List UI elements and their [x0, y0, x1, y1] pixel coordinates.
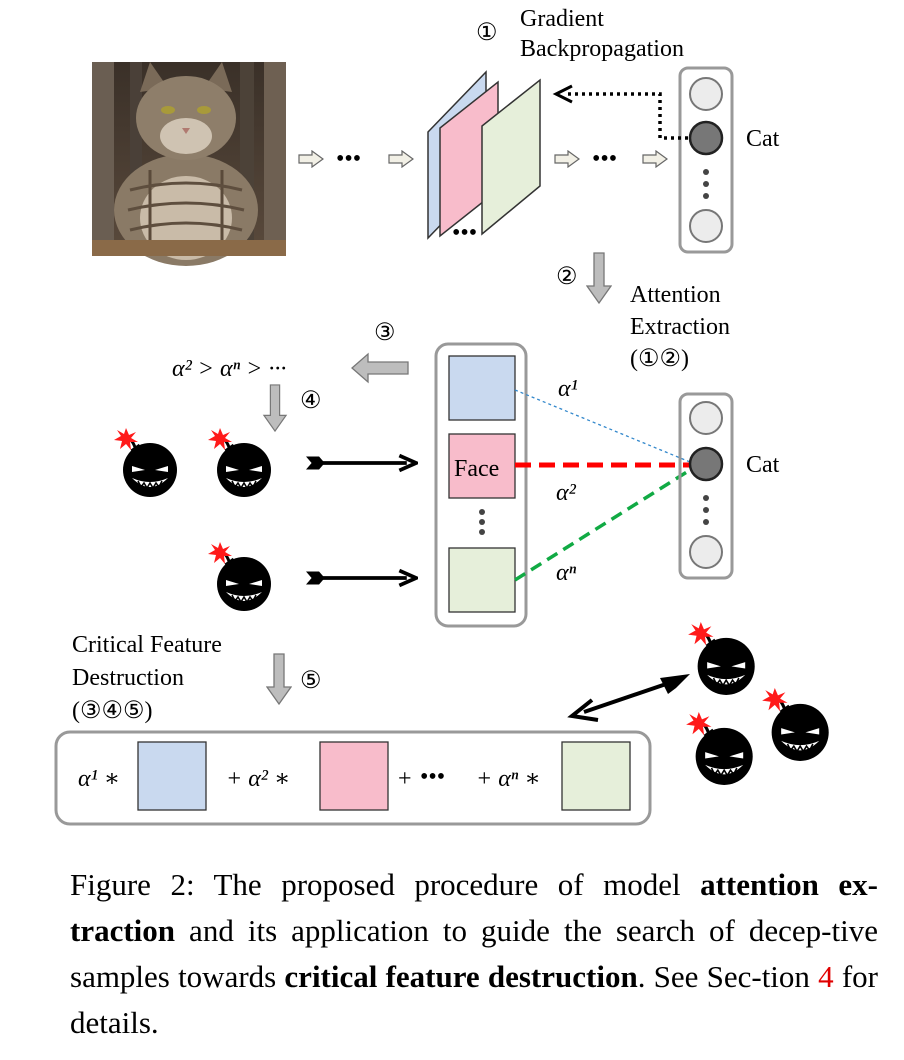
caption-middle: and its application to guide the search … — [70, 913, 878, 994]
caption-end: for details. — [70, 959, 878, 1040]
bomb-icon — [206, 542, 273, 612]
bomb-icon — [684, 712, 755, 786]
caption-suffix: . See Sec-tion — [637, 959, 819, 994]
bomb-icon — [112, 428, 179, 498]
attention-label-1: Attention — [630, 282, 721, 308]
alphan-line — [514, 468, 691, 582]
caption-prefix: Figure 2: The proposed procedure of mode… — [70, 867, 701, 902]
caption-bold-critical: critical feature destruction — [284, 959, 638, 994]
gradient-label-1: Gradient — [520, 6, 604, 32]
attack-arrow-diagonal — [567, 674, 690, 722]
flow-arrow — [388, 150, 414, 168]
bomb-icon — [760, 688, 831, 762]
cat-label-mid: Cat — [746, 452, 780, 478]
face-label: Face — [454, 456, 499, 482]
gradient-label-2: Backpropagation — [520, 36, 684, 62]
maps-dots: ••• — [452, 220, 477, 246]
feature-maps: ••• — [427, 70, 541, 246]
step3-marker: ③ — [374, 320, 396, 346]
sum-term2: + α² ∗ — [226, 766, 290, 792]
step5-marker: ⑤ — [300, 668, 322, 694]
alpha1-label: α¹ — [558, 376, 578, 402]
critical-label-3: (③④⑤) — [72, 698, 153, 724]
attack-arrow — [306, 568, 418, 588]
critical-label-2: Destruction — [72, 665, 184, 691]
sum-plus: + — [398, 766, 412, 792]
diagram: ••• ••• ••• Cat ① Gradient Backpropagati… — [54, 6, 831, 826]
critical-label-1: Critical Feature — [72, 632, 222, 658]
feature-column — [434, 342, 528, 628]
flow-arrow — [298, 150, 324, 168]
sum-term1: α¹ ∗ — [78, 766, 120, 792]
cat-image — [92, 62, 286, 266]
step1-marker: ① — [476, 20, 498, 46]
sum-term3: + αⁿ ∗ — [476, 766, 541, 792]
bomb-icon — [686, 622, 757, 696]
gradient-path — [568, 92, 688, 140]
alphan-label: αⁿ — [556, 560, 577, 586]
down-arrow-step4 — [263, 384, 287, 432]
flow-dots: ••• — [592, 146, 617, 172]
down-arrow-step5 — [266, 653, 292, 705]
flow-arrow — [642, 150, 668, 168]
attention-label-2: Extraction — [630, 314, 730, 340]
step4-marker: ④ — [300, 388, 322, 414]
attention-label-3: (①②) — [630, 346, 689, 372]
caption-bold-attention: attention ex-traction — [70, 867, 878, 948]
output-layer-top — [678, 66, 734, 254]
weighted-sum — [54, 730, 652, 826]
sum-dots: ••• — [420, 764, 445, 790]
attack-arrow — [306, 453, 418, 473]
down-arrow-step2 — [586, 252, 612, 304]
alpha1-line — [514, 389, 691, 463]
flow-arrow — [554, 150, 580, 168]
bomb-icon — [206, 428, 273, 498]
output-layer-mid — [678, 392, 734, 580]
figure-caption: Figure 2: The proposed procedure of mode… — [70, 862, 878, 1046]
cat-label-top: Cat — [746, 126, 780, 152]
section-ref-link[interactable]: 4 — [818, 959, 834, 994]
step2-marker: ② — [556, 264, 578, 290]
left-arrow-step3 — [351, 352, 409, 384]
rank-expression: α² > αⁿ > ··· — [172, 356, 286, 382]
gradient-arrowhead — [552, 84, 573, 104]
flow-dots: ••• — [336, 146, 361, 172]
alpha2-label: α² — [556, 480, 577, 506]
